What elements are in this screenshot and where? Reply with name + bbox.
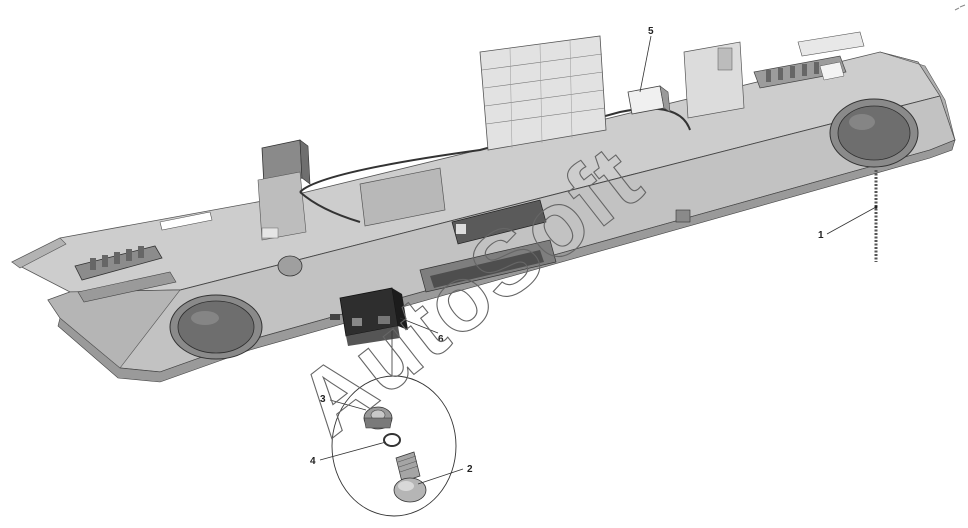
callout-1: 1	[818, 230, 824, 241]
callout-5: 5	[648, 26, 654, 37]
panel-back-rim	[11, 237, 67, 269]
right-bracket	[683, 31, 865, 119]
callout-2: 2	[467, 464, 473, 475]
panel-lower-edge	[57, 139, 956, 383]
label-plate	[159, 211, 213, 231]
left-terminal-block	[74, 245, 177, 303]
square-button	[675, 209, 691, 223]
heat-sink	[479, 35, 607, 151]
callout-3: 3	[320, 394, 326, 405]
round-knob	[277, 255, 303, 277]
leader-lines	[319, 35, 878, 485]
instrument-display	[419, 199, 557, 293]
wiring-harness	[299, 107, 691, 223]
detail-circle	[331, 330, 457, 517]
right-speaker	[829, 98, 919, 168]
panel-right-end	[879, 51, 956, 141]
relay-module	[257, 139, 311, 241]
callout-labels: 1 2 3 4 5 6	[310, 26, 824, 475]
left-speaker	[169, 294, 263, 360]
nut	[363, 406, 393, 430]
callout-6: 6	[438, 334, 444, 345]
panel-left-end	[47, 289, 181, 369]
relay-small	[627, 85, 671, 115]
washer	[383, 433, 401, 447]
corner-mark	[954, 4, 966, 11]
callout-4: 4	[310, 456, 316, 467]
center-recess	[359, 167, 446, 227]
